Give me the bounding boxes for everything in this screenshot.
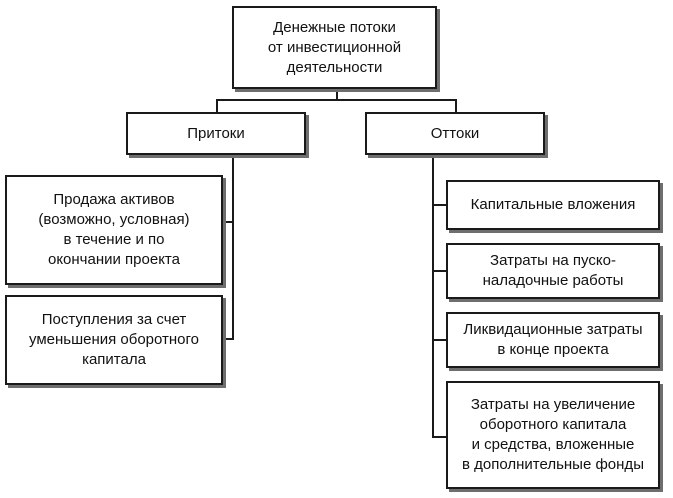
connector-outflow-1 bbox=[432, 204, 446, 206]
connector-root-down bbox=[336, 88, 338, 100]
connector-outflow-3 bbox=[432, 339, 446, 341]
connector-inflow-1 bbox=[222, 221, 234, 223]
connector-inflow-2 bbox=[222, 338, 234, 340]
inflow-item-asset-sale: Продажа активов (возможно, условная) в т… bbox=[5, 175, 223, 285]
root-node: Денежные потоки от инвестиционной деятел… bbox=[232, 6, 437, 89]
connector-branch-bar bbox=[216, 99, 456, 101]
connector-outflow-2 bbox=[432, 270, 446, 272]
connector-outflows-trunk bbox=[432, 154, 434, 437]
connector-to-inflows bbox=[216, 99, 218, 113]
connector-outflow-4 bbox=[432, 436, 446, 438]
outflow-item-capital-investment: Капитальные вложения bbox=[446, 180, 660, 230]
outflow-item-commissioning: Затраты на пуско- наладочные работы bbox=[446, 243, 660, 299]
connector-inflows-trunk bbox=[232, 154, 234, 340]
outflow-item-liquidation: Ликвидационные затраты в конце проекта bbox=[446, 312, 660, 368]
inflows-node: Притоки bbox=[126, 112, 306, 155]
connector-to-outflows bbox=[455, 99, 457, 113]
outflows-node: Оттоки bbox=[365, 112, 545, 155]
inflow-item-working-capital: Поступления за счет уменьшения оборотног… bbox=[5, 295, 223, 385]
outflow-item-working-capital-funds: Затраты на увеличение оборотного капитал… bbox=[446, 381, 660, 489]
